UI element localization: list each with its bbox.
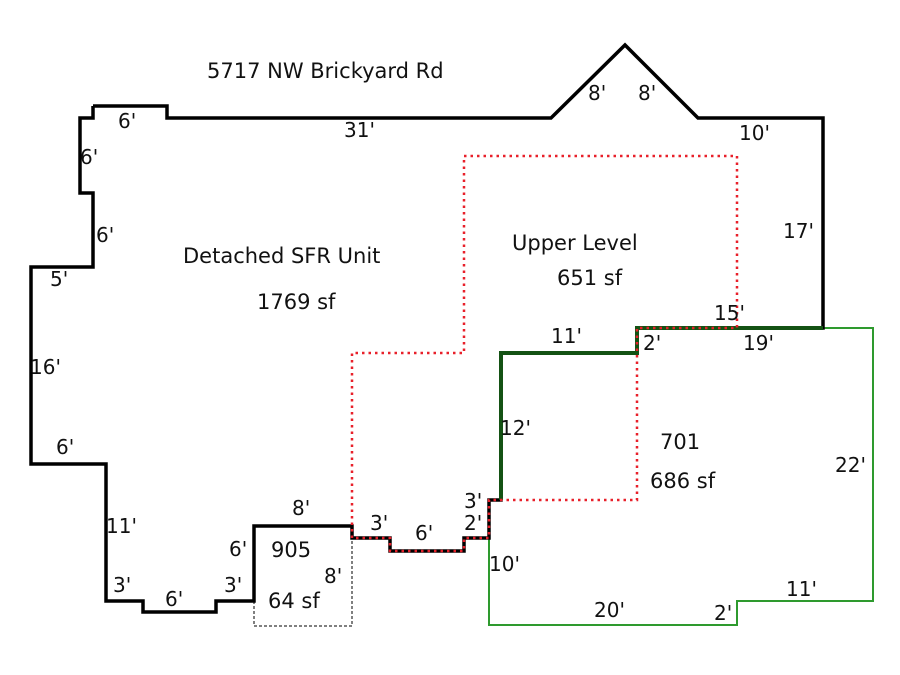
dim: 2' — [464, 511, 482, 535]
dim: 5' — [50, 267, 68, 291]
dim: 11' — [551, 324, 582, 348]
dim: 2' — [643, 331, 661, 355]
dim: 3' — [113, 573, 131, 597]
dim: 10' — [739, 121, 770, 145]
address-title: 5717 NW Brickyard Rd — [207, 59, 444, 83]
area-value-upper: 651 sf — [557, 266, 623, 290]
area-label-main: Detached SFR Unit — [183, 244, 380, 268]
dim: 31' — [344, 118, 375, 142]
dim: 12' — [500, 416, 531, 440]
dim: 11' — [786, 577, 817, 601]
dim: 6' — [56, 435, 74, 459]
dim: 6' — [165, 587, 183, 611]
dim: 10' — [489, 552, 520, 576]
area-value-905: 64 sf — [268, 589, 320, 613]
dim: 6' — [118, 109, 136, 133]
dim: 8' — [588, 81, 606, 105]
dim: 3' — [370, 511, 388, 535]
area-label-upper: Upper Level — [512, 231, 638, 255]
area-label-905: 905 — [271, 538, 311, 562]
dim: 16' — [30, 355, 61, 379]
dim: 6' — [229, 537, 247, 561]
dim: 3' — [224, 573, 242, 597]
dim: 22' — [835, 453, 866, 477]
area-label-701: 701 — [660, 430, 700, 454]
area-value-701: 686 sf — [650, 469, 716, 493]
dim: 2' — [714, 601, 732, 625]
dim: 6' — [80, 145, 98, 169]
dim: 3' — [464, 489, 482, 513]
dim: 20' — [594, 598, 625, 622]
dim: 6' — [96, 223, 114, 247]
dim: 11' — [106, 514, 137, 538]
dim: 6' — [415, 521, 433, 545]
dimension-labels: 6' 6' 6' 5' 16' 6' 11' 3' 6' 3' 6' 8' 8'… — [30, 81, 866, 625]
dim: 8' — [638, 81, 656, 105]
dim: 17' — [783, 219, 814, 243]
area-905-outline — [253, 526, 353, 627]
dim: 8' — [292, 496, 310, 520]
dim: 19' — [743, 331, 774, 355]
dim: 15' — [714, 301, 745, 325]
area-value-main: 1769 sf — [257, 290, 336, 314]
dim: 8' — [324, 564, 342, 588]
